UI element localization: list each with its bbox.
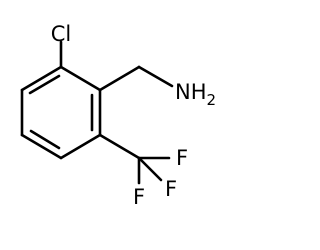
amine-nh-label: NH [175, 80, 207, 104]
bond-ring-to-ch2 [98, 65, 141, 92]
benzene-ring [20, 65, 102, 160]
amine-label: NH2 [175, 80, 216, 109]
structure-canvas: Cl NH2 F F F [20, 22, 217, 209]
fluorine-label-1: F [176, 146, 188, 170]
ring-bond-4 [20, 133, 63, 160]
bond-ch2-to-nitrogen [137, 65, 174, 88]
ring-double-bond-1 [28, 74, 61, 95]
ring-bond-1 [59, 65, 102, 92]
ring-double-bond-2 [29, 129, 61, 150]
bond-ring-to-cf3 [98, 133, 141, 160]
bond-cf3-to-fluorine-3 [137, 156, 163, 182]
ring-bond-5 [59, 133, 102, 160]
ring-bond-2 [20, 65, 63, 92]
fluorine-label-3: F [165, 177, 177, 201]
amine-subscript-label: 2 [207, 91, 217, 109]
molecule-structure: Cl NH2 F F F [20, 22, 216, 209]
fluorine-label-2: F [133, 185, 145, 209]
chlorine-label: Cl [51, 22, 72, 46]
